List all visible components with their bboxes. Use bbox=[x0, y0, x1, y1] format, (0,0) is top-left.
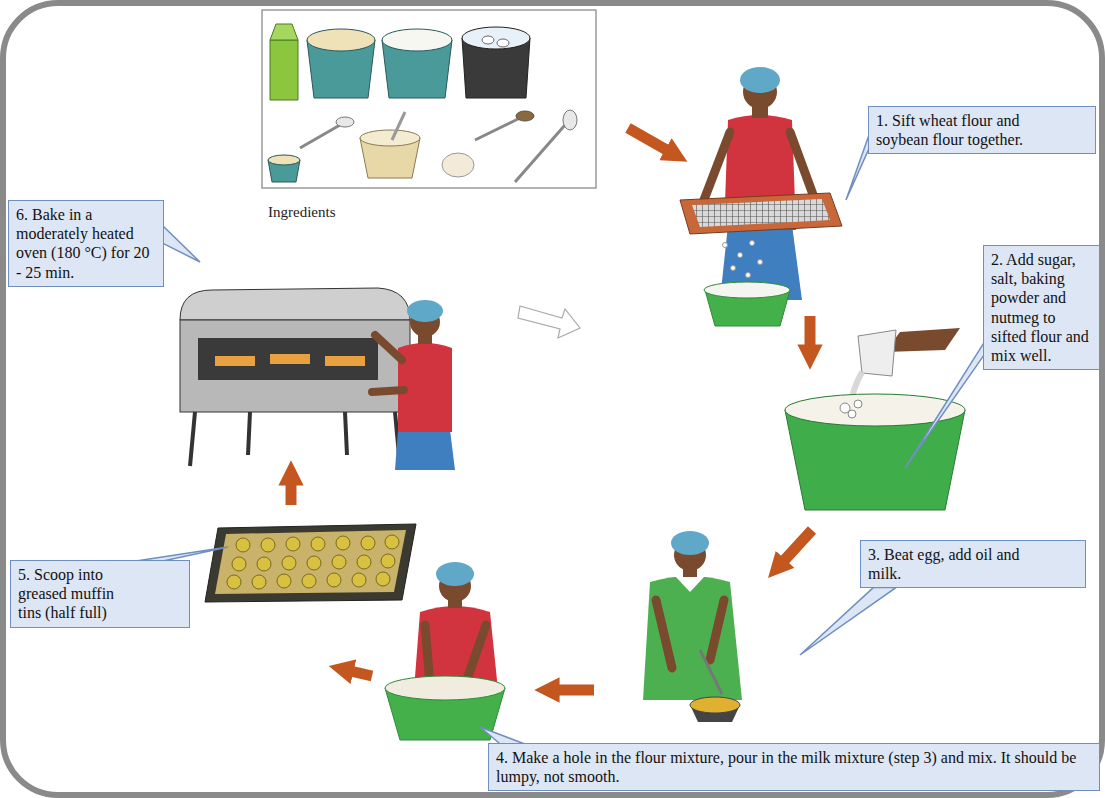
step-callout: 2. Add sugar, salt, baking powder and nu… bbox=[983, 245, 1100, 370]
oven-scene bbox=[180, 288, 455, 470]
step-text: 6. Bake in a moderately heated oven (180… bbox=[16, 205, 156, 282]
step-text: 2. Add sugar, salt, baking powder and nu… bbox=[991, 250, 1092, 365]
sifting-woman bbox=[680, 67, 842, 326]
callout-pointer bbox=[136, 547, 228, 561]
step-text: 4. Make a hole in the flour mixture, pou… bbox=[496, 748, 1092, 786]
ingredients-picture bbox=[262, 10, 596, 188]
step-callout: 1. Sift wheat flour and soybean flour to… bbox=[868, 106, 1096, 154]
step-text: 5. Scoop into greased muffin tins (half … bbox=[18, 565, 138, 623]
hollow-arrow bbox=[518, 306, 580, 338]
step-text: 3. Beat egg, add oil and milk. bbox=[868, 545, 1028, 583]
beating-woman bbox=[643, 531, 742, 722]
step-callout: 5. Scoop into greased muffin tins (half … bbox=[10, 560, 190, 628]
step-callout: 4. Make a hole in the flour mixture, pou… bbox=[488, 743, 1100, 791]
callout-pointer bbox=[163, 226, 200, 262]
callout-pointer bbox=[905, 343, 984, 468]
step-callout: 6. Bake in a moderately heated oven (180… bbox=[8, 200, 164, 287]
muffin-tray bbox=[205, 524, 416, 602]
page-frame bbox=[3, 3, 1102, 795]
step-text: 1. Sift wheat flour and soybean flour to… bbox=[876, 111, 1036, 149]
callout-pointer bbox=[800, 587, 896, 655]
callout-pointer bbox=[846, 135, 869, 200]
step-callout: 3. Beat egg, add oil and milk. bbox=[860, 540, 1086, 588]
picture-caption: Ingredients bbox=[268, 204, 335, 221]
callout-pointer bbox=[480, 727, 525, 744]
